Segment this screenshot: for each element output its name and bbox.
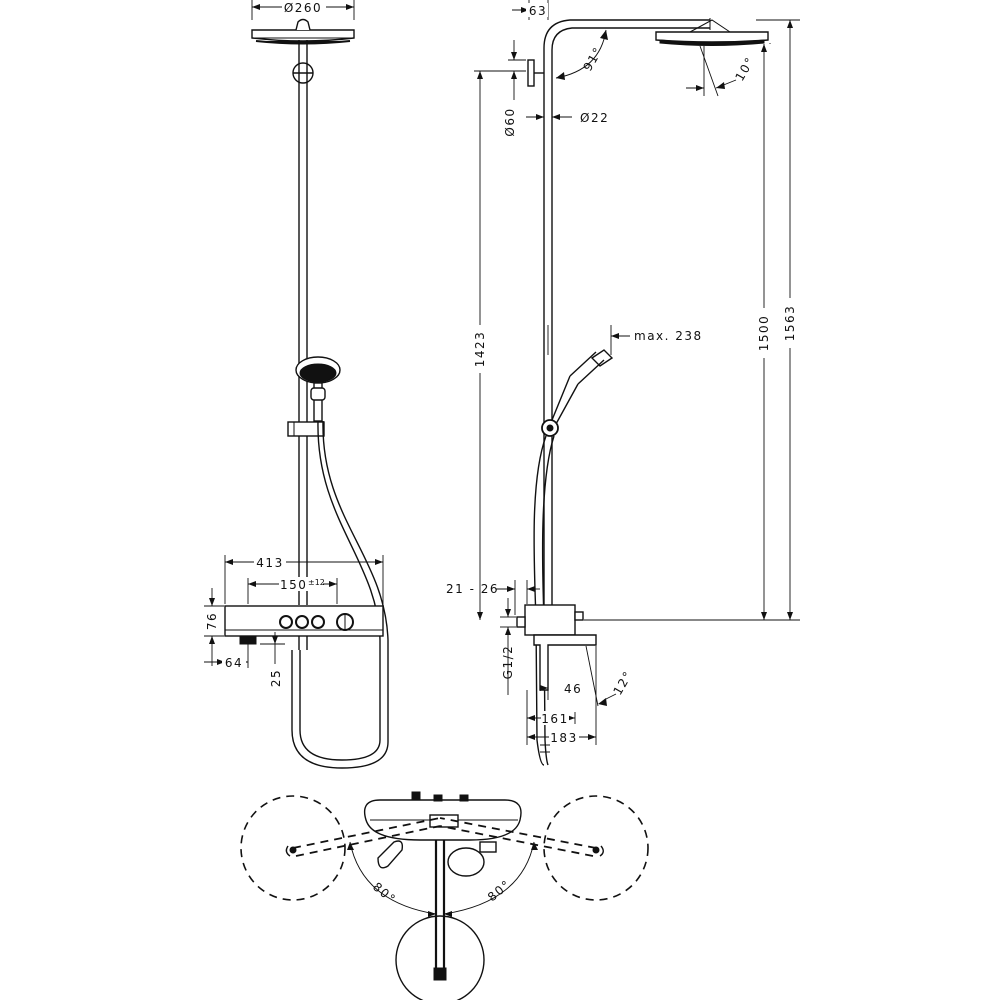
rain-head-top [395, 915, 485, 1000]
dim-wall-distance-label: 150 [280, 578, 307, 592]
dim-swivel-right-label: 80° [485, 877, 514, 904]
thermostat-front [224, 605, 384, 645]
dim-outlet-offset-label: 64 [225, 656, 243, 670]
dim-outlet-height: 25 [260, 632, 285, 687]
dim-spout: 46 12° [540, 645, 635, 707]
dim-thermostat-height: 76 [204, 588, 224, 666]
dim-swivel-left-label: 80° [370, 880, 399, 907]
dim-arm-angle-label: 91° [580, 44, 605, 73]
dim-total-heights: 1500 1563 [584, 19, 800, 621]
rain-shower-head-front [251, 18, 355, 45]
dim-total-1500-label: 1500 [757, 315, 771, 352]
hand-shower-front [295, 356, 341, 422]
thermostat-top [363, 791, 522, 877]
dim-pipe-length-label: 1423 [473, 331, 487, 368]
dim-head-diameter-label: Ø260 [284, 1, 322, 15]
shower-hose-front [291, 420, 389, 769]
swing-circle-left [240, 795, 346, 901]
dim-pipe-diameter-label: Ø22 [580, 111, 609, 125]
dim-wall-distance: 150 ±12 [247, 577, 338, 604]
dim-depth-161-label: 161 [541, 712, 568, 726]
dim-thread: G1/2 [500, 598, 516, 695]
dim-spout-angle-label: 12° [610, 668, 635, 697]
dim-rosette-diameter-label: Ø60 [503, 107, 517, 136]
dim-thermostat-width: 413 [224, 555, 384, 604]
side-view: 63 91° 10° Ø60 [446, 0, 800, 766]
dim-head-diameter: Ø260 [251, 0, 355, 20]
dim-head-tilt-label: 10° [732, 54, 757, 83]
dim-connection-range: 21 - 26 [446, 580, 540, 615]
dim-head-tilt: 10° [686, 45, 757, 97]
dim-arm-angle: 91° [555, 29, 608, 80]
button-1 [279, 615, 293, 629]
dim-outlet-height-label: 25 [269, 669, 283, 687]
dim-total-1563-label: 1563 [783, 305, 797, 342]
dim-pipe-length: 1423 [473, 71, 487, 620]
thermostat-side [516, 604, 597, 691]
rain-shower-head-side [655, 19, 769, 46]
dim-thermostat-height-label: 76 [205, 612, 219, 630]
dim-rosette-diameter: Ø60 [474, 40, 526, 137]
dim-wall-offset-label: 63 [529, 4, 547, 18]
dim-spout-46-label: 46 [564, 682, 582, 696]
front-view: Ø260 [204, 0, 389, 769]
dim-connection-range-label: 21 - 26 [446, 582, 499, 596]
dim-outlet-offset: 64 [204, 644, 249, 670]
wall-bracket-front [292, 62, 314, 84]
button-2 [295, 615, 309, 629]
button-3 [311, 615, 325, 629]
riser-pipe-front [298, 40, 308, 650]
dim-pipe-diameter: Ø22 [526, 111, 609, 125]
dim-hand-shower-max: max. 238 [547, 325, 703, 355]
dim-depths: 161 183 [526, 690, 597, 745]
dim-wall-offset: 63 [512, 0, 549, 20]
top-view: 80° 80° [240, 791, 649, 1000]
dim-wall-tolerance-label: ±12 [308, 578, 325, 587]
wall-rosette-side [527, 59, 544, 87]
dim-depth-183-label: 183 [550, 731, 577, 745]
swing-circle-right [543, 795, 649, 901]
dim-thermostat-width-label: 413 [256, 556, 283, 570]
hand-shower-side [533, 349, 614, 766]
dim-thread-label: G1/2 [501, 645, 515, 680]
dim-hand-shower-max-label: max. 238 [634, 329, 703, 343]
riser-pipe-side [543, 18, 711, 605]
